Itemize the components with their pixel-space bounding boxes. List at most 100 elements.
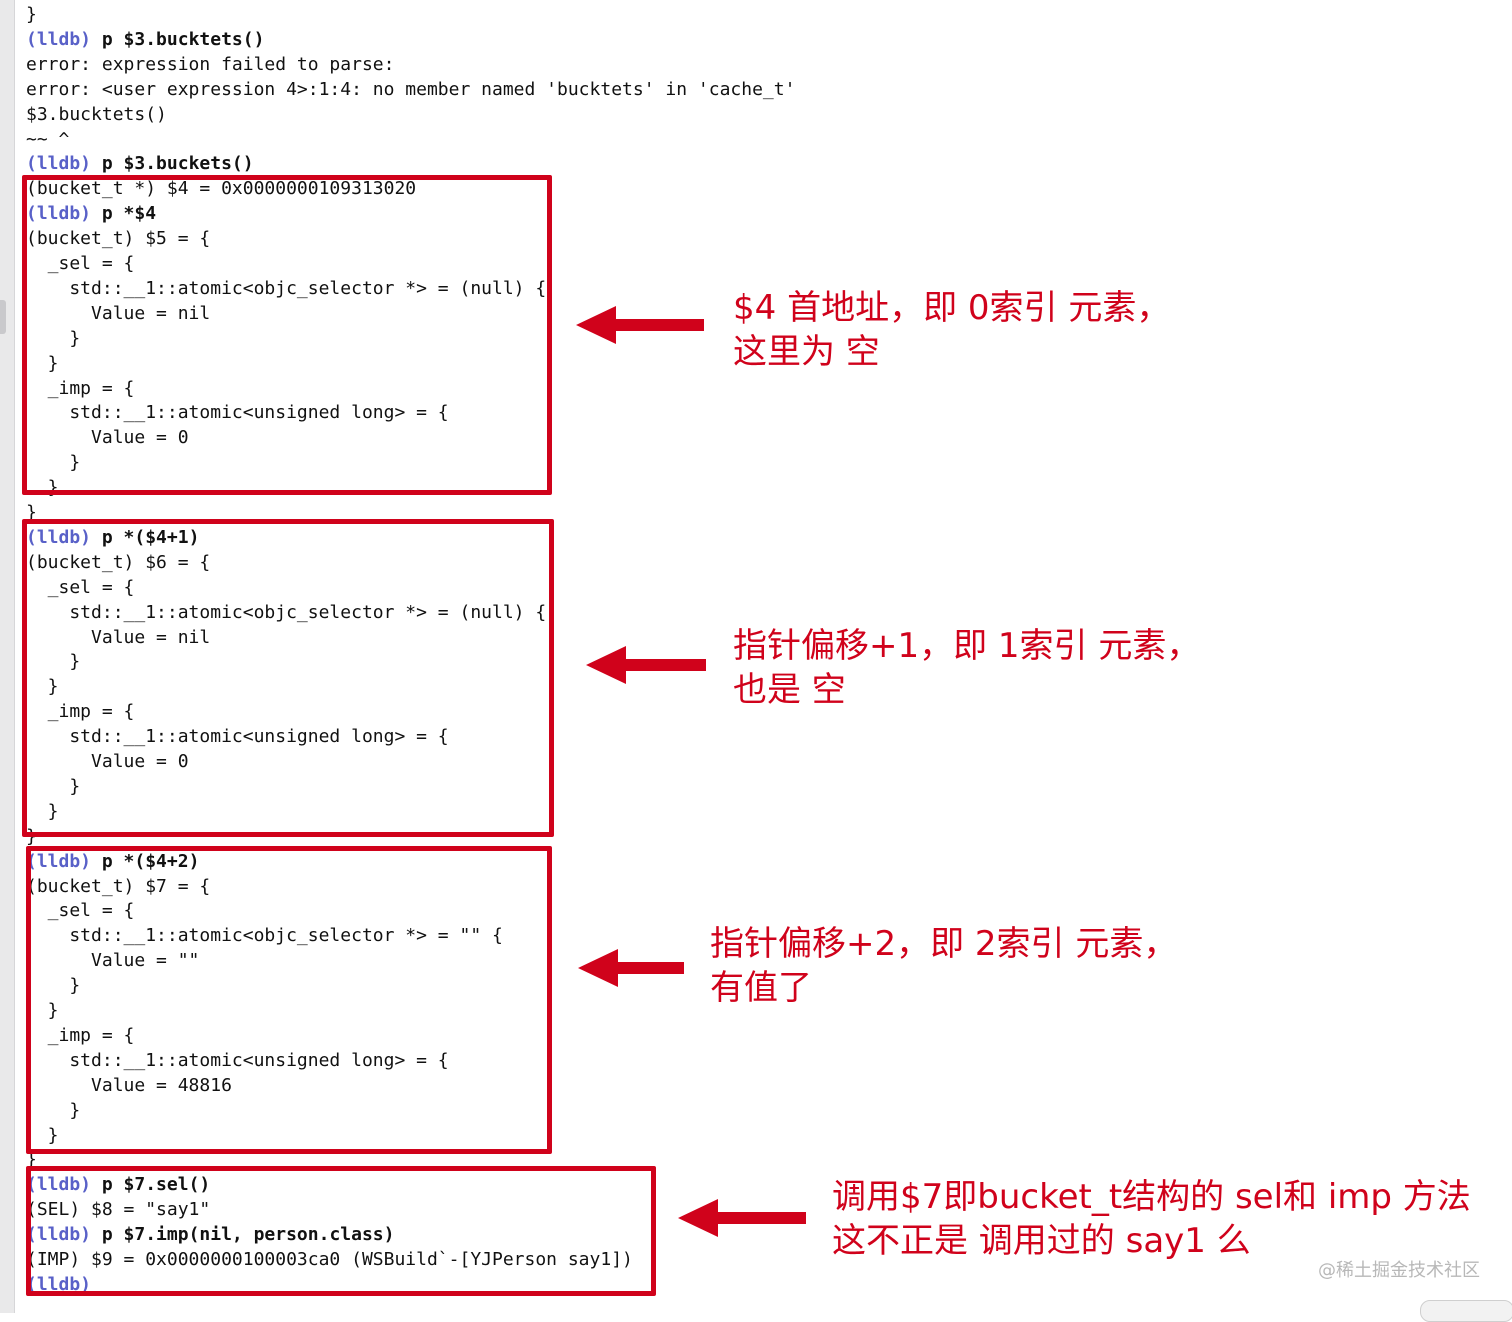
console-output: (SEL) $8 = "say1" [26,1199,211,1221]
console-line: Value = "" [26,948,199,973]
console-line: (lldb) p $3.bucktets() [26,27,264,52]
console-output: } [26,975,81,997]
console-output: std::__1::atomic<unsigned long> = { [26,1049,449,1071]
console-output: Value = 0 [26,751,189,772]
console-line: } [26,674,59,699]
console-line: } [26,2,37,27]
console-output: } [26,775,81,797]
console-line: _imp = { [26,376,135,401]
lldb-command: p $3.buckets() [91,153,254,175]
console-line: (bucket_t *) $4 = 0x0000000109313020 [26,176,416,201]
console-line: std::__1::atomic<unsigned long> = { [26,1048,449,1073]
console-line: (lldb) p *($4+2) [26,849,199,874]
console-line: ~~ ^ [26,127,69,152]
console-line: } [26,649,80,674]
console-line: } [26,998,59,1023]
console-output: std::__1::atomic<objc_selector *> = "" { [26,925,503,947]
console-output: _sel = { [26,900,135,922]
console-output: } [26,477,59,499]
console-output: (bucket_t *) $4 = 0x0000000109313020 [26,178,417,200]
console-line: (bucket_t) $6 = { [26,550,210,575]
watermark: @稀土掘金技术社区 [1318,1260,1480,1281]
console-output: } [26,1149,37,1171]
console-line: (lldb) p *$4 [26,201,156,226]
lldb-prompt: (lldb) [26,1273,92,1295]
console-output: (bucket_t) $6 = { [26,551,211,573]
console-line: _sel = { [26,898,135,923]
console-line: $3.bucktets() [26,102,167,127]
console-line: Value = 0 [26,749,189,774]
lldb-command: p *$4 [91,203,157,225]
console-output: (bucket_t) $5 = { [26,228,211,250]
console-output: } [26,352,59,374]
lldb-command: p $7.imp(nil, person.class) [91,1224,395,1246]
arrow-left-icon [578,949,684,987]
console-output: } [26,1124,59,1146]
console-output: $3.bucktets() [26,103,167,125]
console-output: (IMP) $9 = 0x0000000100003ca0 (WSBuild`-… [26,1249,633,1270]
console-line: (bucket_t) $5 = { [26,226,210,251]
console-line: } [26,500,37,525]
console-line: } [26,799,59,824]
console-line: } [26,1098,80,1123]
console-line: (lldb) p $7.sel() [26,1172,210,1197]
console-line: Value = nil [26,301,210,326]
lldb-prompt: (lldb) [26,203,92,225]
scroll-thumb[interactable] [1420,1300,1512,1322]
console-output: ~~ ^ [26,128,70,150]
console-line: } [26,1123,59,1148]
annotation-bucket-2: 指针偏移+2，即 2索引 元素， 有值了 [710,924,1178,1008]
console-output: _sel = { [26,253,135,274]
console-line: (lldb) p $3.buckets() [26,151,254,176]
window-left-gutter [0,0,15,1313]
console-line: std::__1::atomic<objc_selector *> = (nul… [26,600,546,625]
lldb-command: p $7.sel() [91,1174,211,1196]
console-output: Value = 48816 [26,1074,232,1096]
console-output: Value = "" [26,950,200,972]
console-output: std::__1::atomic<unsigned long> = { [26,726,449,748]
console-line: std::__1::atomic<objc_selector *> = "" { [26,923,503,948]
lldb-prompt: (lldb) [26,28,92,50]
console-line: (lldb) p $7.imp(nil, person.class) [26,1222,394,1247]
console-output: } [26,502,37,523]
console-output: Value = nil [26,626,211,648]
console-line: } [26,475,59,500]
console-line: std::__1::atomic<objc_selector *> = (nul… [26,276,546,301]
console-line: _sel = { [26,251,135,276]
console-output: } [26,800,59,822]
lldb-command: p *($4+2) [91,850,200,872]
console-line: _imp = { [26,699,135,724]
console-line: Value = 0 [26,425,189,450]
console-line: (lldb) p *($4+1) [26,525,199,550]
console-line: _sel = { [26,575,135,600]
console-output: (bucket_t) $7 = { [26,875,211,897]
console-line: } [26,774,80,799]
console-output: } [26,676,59,698]
console-line: (SEL) $8 = "say1" [26,1197,210,1222]
highlight-box-bucket-0 [22,175,552,495]
lldb-prompt: (lldb) [26,526,92,548]
console-output: std::__1::atomic<unsigned long> = { [26,402,449,424]
annotation-bucket-1: 指针偏移+1，即 1索引 元素， 也是 空 [733,626,1201,710]
console-line: } [26,973,80,998]
console-output: error: <user expression 4>:1:4: no membe… [26,78,796,100]
console-output: _sel = { [26,576,135,598]
console-output: std::__1::atomic<objc_selector *> = (nul… [26,601,547,623]
console-output: } [26,327,81,349]
lldb-prompt: (lldb) [26,850,92,872]
arrow-left-icon [586,646,706,684]
annotation-bucket-0: $4 首地址，即 0索引 元素， 这里为 空 [733,288,1171,372]
console-line: std::__1::atomic<unsigned long> = { [26,724,449,749]
console-output: } [26,1099,81,1121]
console-output: } [26,4,37,25]
scroll-handle[interactable] [0,300,6,334]
console-line: (lldb) [26,1272,91,1297]
console-line: _imp = { [26,1023,135,1048]
lldb-command: p *($4+1) [91,526,200,548]
console-output: } [26,1000,59,1021]
console-line: (IMP) $9 = 0x0000000100003ca0 (WSBuild`-… [26,1247,633,1272]
console-line: } [26,450,80,475]
console-output: } [26,651,81,673]
highlight-box-bucket-1 [22,519,554,837]
